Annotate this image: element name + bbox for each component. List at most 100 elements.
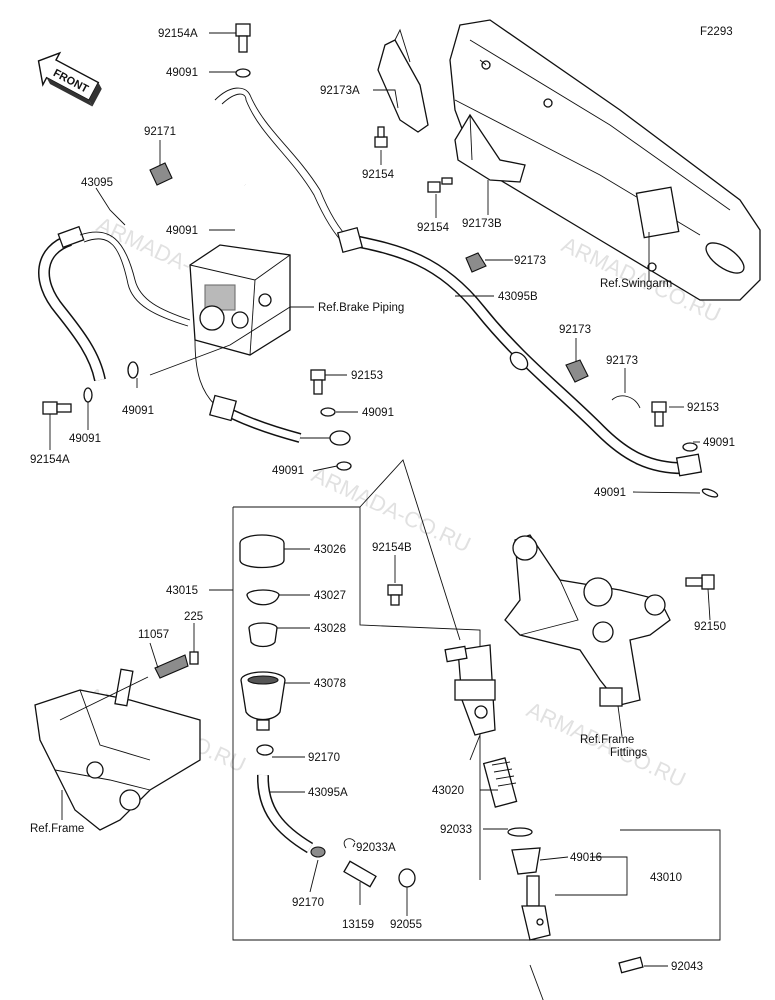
- part-label: 43095: [81, 177, 113, 189]
- part-label: 92173B: [462, 218, 502, 230]
- reservoir-43078: [240, 671, 286, 731]
- bolt-92154A-left: [42, 401, 72, 415]
- reservoir-hose-43095A: [256, 744, 314, 854]
- part-label: 49091: [594, 487, 626, 499]
- banjo-bolt-92153: [310, 369, 326, 395]
- part-label: 43028: [314, 623, 346, 635]
- washer-49091: [320, 407, 336, 417]
- washer-49091: [336, 461, 352, 471]
- frame-fittings: [504, 534, 671, 707]
- part-label: 92170: [292, 897, 324, 909]
- bolt-225: [189, 651, 199, 665]
- part-label: 49091: [272, 465, 304, 477]
- front-arrow-icon: FRONT: [37, 51, 102, 107]
- part-label: 92154A: [158, 28, 198, 40]
- part-label: 11057: [138, 629, 169, 641]
- part-label: 225: [184, 611, 203, 623]
- clip-92173: [611, 395, 641, 409]
- part-label: 92043: [671, 961, 703, 973]
- reservoir-cap-43026: [239, 534, 285, 569]
- part-label: 43078: [314, 678, 346, 690]
- bolt-92154B: [387, 584, 403, 606]
- part-label: 92153: [687, 402, 719, 414]
- bolt-92154: [427, 177, 453, 193]
- part-label: 43010: [650, 872, 682, 884]
- leader-lines: [49, 32, 711, 967]
- abs-unit: [189, 244, 291, 406]
- ref-frame: Ref.Frame: [30, 823, 84, 835]
- washer-49091: [682, 442, 698, 452]
- part-labels: 92154A 49091 92171 43095 49091 92173A 92…: [30, 28, 735, 973]
- hose-fitting-13159: [343, 860, 377, 888]
- part-label: 43095B: [498, 291, 538, 303]
- part-label: 92173: [559, 324, 591, 336]
- part-label: 92171: [144, 126, 176, 138]
- part-label: 49091: [703, 437, 735, 449]
- banjo-bolt-92153: [651, 401, 667, 427]
- part-label: 92033A: [356, 842, 396, 854]
- washer-49091: [83, 387, 93, 403]
- ref-frame-fittings: Ref.Frame: [580, 734, 634, 746]
- diagram-code: F2293: [700, 26, 733, 38]
- pin-92043: [618, 956, 644, 974]
- part-label: 43095A: [308, 787, 348, 799]
- ref-swingarm: Ref.Swingarm: [600, 278, 672, 290]
- bolt-92150: [685, 574, 715, 590]
- part-label: 92150: [694, 621, 726, 633]
- washer-49091: [235, 68, 251, 78]
- part-label: 92154: [417, 222, 450, 234]
- part-label: 92153: [351, 370, 383, 382]
- circlip-92033A: [343, 838, 356, 849]
- clip-92171: [149, 162, 173, 186]
- bracket-11057: [154, 654, 189, 679]
- brake-hose-43095B: [336, 226, 703, 477]
- part-label: 92154A: [30, 454, 70, 466]
- clip-92173: [565, 359, 589, 383]
- swingarm: [449, 19, 761, 301]
- part-label: 49016: [570, 852, 602, 864]
- circlip-92033: [507, 827, 533, 837]
- bolt-92154: [374, 126, 388, 148]
- part-label: 92173: [514, 255, 546, 267]
- part-label: 43015: [166, 585, 198, 597]
- watermark-group: ARMADA-CO.RU ARMADA-CO.RU ARMADA-CO.RU A…: [83, 212, 725, 792]
- washer-49091: [701, 488, 719, 498]
- bracket-92173A: [377, 28, 429, 133]
- part-label: 43026: [314, 544, 346, 556]
- reference-labels: Ref.Brake Piping Ref.Swingarm Ref.Frame …: [30, 278, 672, 835]
- cotter-pin-550: [529, 964, 544, 1000]
- part-label: 92154B: [372, 542, 412, 554]
- o-ring-92055: [398, 868, 416, 888]
- diaphragm-plate-43027: [246, 589, 280, 606]
- bracket-92173B: [454, 113, 526, 183]
- ref-brake-piping: Ref.Brake Piping: [318, 302, 404, 314]
- part-label: 49091: [166, 67, 198, 79]
- part-label: 92055: [390, 919, 422, 931]
- part-label: 49091: [122, 405, 154, 417]
- part-label: 13159: [342, 919, 374, 931]
- frame: [34, 668, 201, 831]
- part-label: 92173: [606, 355, 638, 367]
- part-label: 92033: [440, 824, 472, 836]
- bolt-92154A-top: [235, 23, 251, 53]
- master-cylinder-43020: [444, 644, 518, 808]
- part-label: 92154: [362, 169, 395, 181]
- part-label: 49091: [69, 433, 101, 445]
- washer-49091: [127, 361, 139, 379]
- part-label: 92173A: [320, 85, 360, 97]
- part-label: 43020: [432, 785, 464, 797]
- brake-hose-43095: [38, 225, 191, 382]
- push-rod-43010: [521, 875, 551, 941]
- part-label: 92170: [308, 752, 340, 764]
- clip-92173: [465, 252, 487, 273]
- brake-hose-lower: [208, 394, 351, 446]
- clamp-92170: [310, 846, 326, 858]
- part-label: 49091: [362, 407, 394, 419]
- diaphragm-43028: [248, 622, 278, 648]
- part-label: 49091: [166, 225, 198, 237]
- part-label: 43027: [314, 590, 346, 602]
- ref-frame-fittings: Fittings: [610, 747, 647, 759]
- boot-49016: [511, 847, 541, 875]
- brake-hose-upper: [207, 87, 351, 246]
